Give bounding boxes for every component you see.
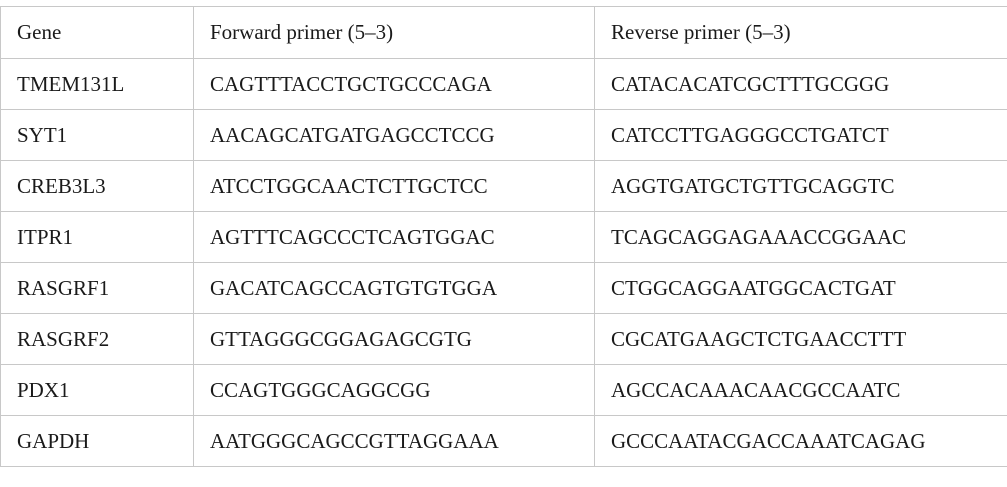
reverse-primer-cell: AGCCACAAACAACGCCAATC bbox=[594, 364, 1007, 416]
table-row: TMEM131L CAGTTTACCTGCTGCCCAGA CATACACATC… bbox=[0, 58, 1007, 110]
gene-cell: ITPR1 bbox=[0, 211, 194, 263]
forward-primer-cell: AACAGCATGATGAGCCTCCG bbox=[193, 109, 595, 161]
reverse-primer-cell: CTGGCAGGAATGGCACTGAT bbox=[594, 262, 1007, 314]
reverse-primer-cell: AGGTGATGCTGTTGCAGGTC bbox=[594, 160, 1007, 212]
table-row: GAPDH AATGGGCAGCCGTTAGGAAA GCCCAATACGACC… bbox=[0, 415, 1007, 467]
forward-primer-cell: CCAGTGGGCAGGCGG bbox=[193, 364, 595, 416]
reverse-primer-cell: CATACACATCGCTTTGCGGG bbox=[594, 58, 1007, 110]
table-row: SYT1 AACAGCATGATGAGCCTCCG CATCCTTGAGGGCC… bbox=[0, 109, 1007, 161]
header-row: Gene Forward primer (5–3) Reverse primer… bbox=[0, 6, 1007, 59]
gene-cell: TMEM131L bbox=[0, 58, 194, 110]
table-row: CREB3L3 ATCCTGGCAACTCTTGCTCC AGGTGATGCTG… bbox=[0, 160, 1007, 212]
forward-primer-cell: GTTAGGGCGGAGAGCGTG bbox=[193, 313, 595, 365]
table-row: PDX1 CCAGTGGGCAGGCGG AGCCACAAACAACGCCAAT… bbox=[0, 364, 1007, 416]
forward-primer-cell: AGTTTCAGCCCTCAGTGGAC bbox=[193, 211, 595, 263]
gene-cell: CREB3L3 bbox=[0, 160, 194, 212]
header-gene: Gene bbox=[0, 6, 194, 59]
table-row: RASGRF1 GACATCAGCCAGTGTGTGGA CTGGCAGGAAT… bbox=[0, 262, 1007, 314]
gene-cell: GAPDH bbox=[0, 415, 194, 467]
reverse-primer-cell: TCAGCAGGAGAAACCGGAAC bbox=[594, 211, 1007, 263]
forward-primer-cell: ATCCTGGCAACTCTTGCTCC bbox=[193, 160, 595, 212]
reverse-primer-cell: CGCATGAAGCTCTGAACCTTT bbox=[594, 313, 1007, 365]
reverse-primer-cell: GCCCAATACGACCAAATCAGAG bbox=[594, 415, 1007, 467]
forward-primer-cell: AATGGGCAGCCGTTAGGAAA bbox=[193, 415, 595, 467]
gene-cell: RASGRF1 bbox=[0, 262, 194, 314]
header-forward-primer: Forward primer (5–3) bbox=[193, 6, 595, 59]
gene-cell: PDX1 bbox=[0, 364, 194, 416]
forward-primer-cell: GACATCAGCCAGTGTGTGGA bbox=[193, 262, 595, 314]
primer-table-container: Gene Forward primer (5–3) Reverse primer… bbox=[0, 6, 1007, 467]
header-reverse-primer: Reverse primer (5–3) bbox=[594, 6, 1007, 59]
gene-cell: RASGRF2 bbox=[0, 313, 194, 365]
primer-table: Gene Forward primer (5–3) Reverse primer… bbox=[0, 6, 1007, 467]
reverse-primer-cell: CATCCTTGAGGGCCTGATCT bbox=[594, 109, 1007, 161]
gene-cell: SYT1 bbox=[0, 109, 194, 161]
table-row: ITPR1 AGTTTCAGCCCTCAGTGGAC TCAGCAGGAGAAA… bbox=[0, 211, 1007, 263]
table-row: RASGRF2 GTTAGGGCGGAGAGCGTG CGCATGAAGCTCT… bbox=[0, 313, 1007, 365]
forward-primer-cell: CAGTTTACCTGCTGCCCAGA bbox=[193, 58, 595, 110]
